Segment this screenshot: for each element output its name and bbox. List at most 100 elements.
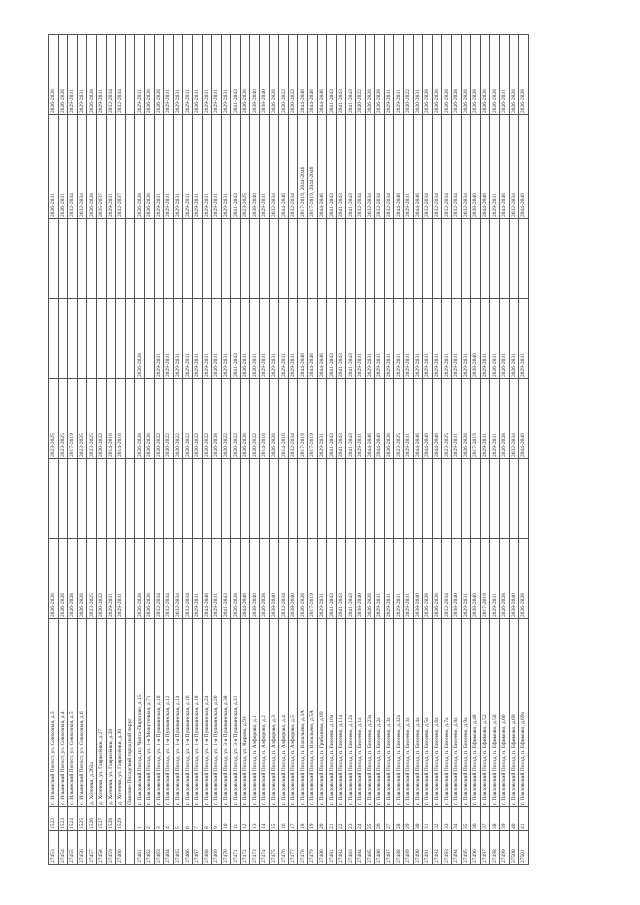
- period-cell: 2029-2031: [461, 298, 471, 379]
- row-number-cell: 31: [422, 806, 433, 831]
- period-cell: 2029-2031: [211, 538, 222, 619]
- period-cell: 2041-2043: [326, 34, 337, 115]
- period-cell: 2038-2040: [249, 114, 260, 219]
- row-number-cell: 1527: [96, 806, 107, 831]
- row-number-cell: 35: [461, 806, 471, 831]
- period-cell: 2044-2046: [202, 538, 212, 619]
- registry-number-cell: 27464: [163, 830, 174, 865]
- period-cell: [451, 218, 462, 299]
- period-cell: 2026-2028: [499, 378, 509, 459]
- period-cell: 2026-2028: [432, 538, 442, 619]
- period-cell: 2041-2043: [336, 538, 346, 619]
- registry-number-cell: 27491: [422, 830, 433, 865]
- period-cell: 2044-2046: [317, 114, 327, 219]
- period-cell: 2029-2031: [182, 298, 193, 379]
- period-cell: 2038-2040: [249, 34, 260, 115]
- row-number-cell: 24: [355, 806, 366, 831]
- period-cell: 2044-2046: [307, 34, 318, 115]
- period-cell: [192, 458, 202, 539]
- row-number-cell: 1526: [86, 806, 97, 831]
- period-cell: 2032-2034: [288, 378, 298, 459]
- period-cell: 2029-2031: [163, 34, 174, 115]
- period-cell: 2029-2031: [451, 298, 462, 379]
- period-cell: 2032-2034: [115, 34, 126, 115]
- period-cell: [336, 458, 346, 539]
- period-cell: 2029-2031: [317, 538, 327, 619]
- period-cell: 2029-2031: [202, 298, 212, 379]
- period-cell: [211, 458, 222, 539]
- period-cell: 2032-2034: [509, 378, 519, 459]
- period-cell: 2026-2028: [134, 378, 145, 459]
- period-cell: 2020-2022: [192, 378, 202, 459]
- registry-number-cell: 27476: [278, 830, 289, 865]
- period-cell: 2026-2028: [489, 34, 500, 115]
- period-cell: 2029-2031: [403, 378, 414, 459]
- registry-number-cell: 27462: [144, 830, 155, 865]
- period-cell: 2026-2028: [211, 378, 222, 459]
- row-number-cell: [125, 806, 135, 831]
- registry-number-cell: 27501: [518, 830, 529, 865]
- period-cell: 2029-2031: [154, 298, 164, 379]
- period-cell: 2032-2034: [374, 114, 385, 219]
- period-cell: 2026-2028: [509, 34, 519, 115]
- period-cell: 2023-2025: [441, 378, 452, 459]
- registry-number-cell: 27454: [58, 830, 68, 865]
- registry-number-cell: 27466: [182, 830, 193, 865]
- registry-number-cell: 27468: [202, 830, 212, 865]
- period-cell: 2023-2025: [86, 378, 97, 459]
- period-cell: 2029-2031: [67, 34, 78, 115]
- period-cell: 2020-2022: [173, 378, 183, 459]
- period-cell: 2026-2028: [365, 538, 375, 619]
- period-cell: 2026-2031: [489, 298, 500, 379]
- period-cell: 2020-2022: [154, 378, 164, 459]
- period-cell: [509, 218, 519, 299]
- period-cell: 2044-2046: [518, 114, 529, 219]
- period-cell: 2026-2028: [134, 114, 145, 219]
- row-number-cell: 17: [288, 806, 298, 831]
- period-cell: 2026-2028: [422, 34, 433, 115]
- period-cell: 2029-2031: [202, 34, 212, 115]
- period-cell: 2044-2046: [365, 378, 375, 459]
- table-row: Павлово-Посадский городской округ: [125, 34, 135, 865]
- address-cell: г. Павловский Посад, ул. 1-я Пушкинская,…: [154, 618, 164, 807]
- row-number-cell: 9: [211, 806, 222, 831]
- period-cell: [461, 218, 471, 299]
- period-cell: 2041-2043: [221, 538, 231, 619]
- period-cell: [230, 458, 241, 539]
- address-cell: г. Павловский Посад, п. Ефимово, д.60: [499, 618, 509, 807]
- row-number-cell: 15: [269, 806, 279, 831]
- row-number-cell: 10: [221, 806, 231, 831]
- period-cell: [67, 458, 78, 539]
- period-cell: 2026-2028: [48, 538, 59, 619]
- period-cell: 2026-2028: [269, 34, 279, 115]
- period-cell: 2044-2046: [413, 114, 423, 219]
- period-cell: [182, 218, 193, 299]
- row-number-cell: 20: [317, 806, 327, 831]
- row-number-cell: 37: [480, 806, 490, 831]
- period-cell: 2026-2028: [384, 378, 394, 459]
- period-cell: 2029-2031: [182, 114, 193, 219]
- registry-number-cell: 27459: [106, 830, 116, 865]
- address-cell: г. Павловский Посад, ул. 1-я Пушкинская,…: [182, 618, 193, 807]
- period-cell: [288, 218, 298, 299]
- period-cell: 2041-2043: [336, 298, 346, 379]
- registry-number-cell: 27484: [355, 830, 366, 865]
- period-cell: 2044-2046: [317, 298, 327, 379]
- period-cell: [249, 218, 260, 299]
- period-cell: 2014-2016: [106, 378, 116, 459]
- row-number-cell: 40: [509, 806, 519, 831]
- period-cell: 2044-2046: [297, 298, 308, 379]
- period-cell: [413, 458, 423, 539]
- registry-number-cell: 27488: [393, 830, 404, 865]
- period-cell: 2029-2031: [451, 378, 462, 459]
- address-cell: д. Хотеичи, ул. Гаврилёнки, д.30: [115, 618, 126, 807]
- period-cell: [125, 34, 135, 115]
- period-cell: [441, 458, 452, 539]
- row-number-cell: 8: [202, 806, 212, 831]
